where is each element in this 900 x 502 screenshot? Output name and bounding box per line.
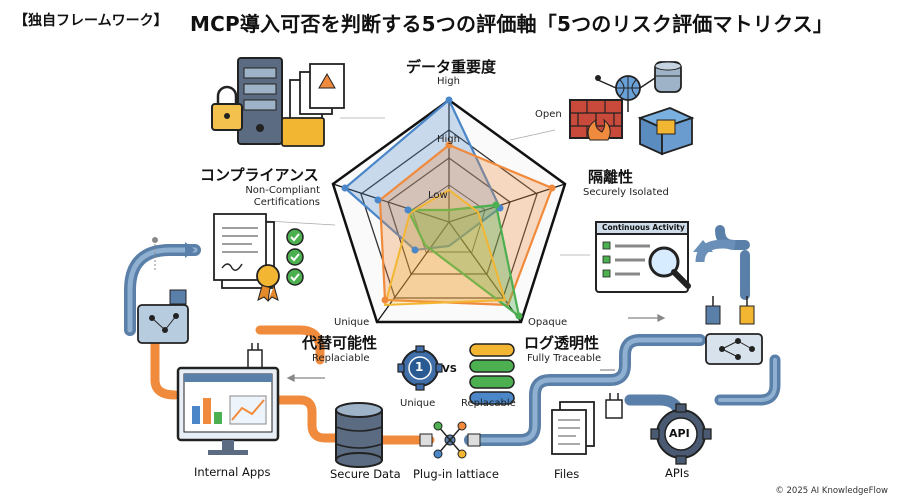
internal-apps-label: Internal Apps	[194, 465, 271, 479]
flow-arrows	[286, 314, 666, 382]
radar-chart	[331, 96, 567, 324]
pipe-arrow-icon	[185, 242, 195, 258]
internal-apps-icon	[176, 366, 280, 455]
secure-data-icon	[335, 402, 383, 468]
comparison-vs: VS	[442, 364, 457, 375]
files-label: Files	[554, 467, 580, 481]
plugin-lattice-label: Plug-in lattiace	[413, 467, 499, 481]
axis-log-outer-label: Opaque	[528, 317, 568, 328]
axis-compliance-subtitle: Non-Compliant Certifications	[245, 185, 320, 208]
unique-gear-icon	[397, 345, 443, 391]
firewall-network-icon	[569, 61, 695, 156]
unique-badge-number: 1	[415, 360, 424, 374]
axis-label-isolation: 隔離性	[588, 168, 634, 186]
activity-panel-title: Continuous Activity	[602, 223, 685, 232]
right-connector-hub-icon	[705, 296, 763, 365]
series-yellow	[383, 188, 507, 307]
axis-label-log-transparency: ログ透明性	[524, 334, 600, 352]
apis-label: APIs	[665, 466, 690, 480]
axis-data-importance-high-outer: High	[437, 76, 460, 87]
axis-data-importance-high-inner: High	[437, 134, 460, 145]
activity-panel-icon	[595, 221, 691, 293]
axis-log-transparency-subtitle: Fully Traceable	[527, 353, 602, 364]
framework-tag: 【独自フレームワーク】	[14, 13, 168, 29]
comparison-replacable-label: Replacable	[461, 398, 516, 409]
curved-arrow-icon	[695, 239, 736, 263]
page-title: MCP導入可否を判断する5つの評価軸「5つのリスク評価マトリクス」	[190, 12, 834, 36]
secure-data-label: Secure Data	[330, 467, 401, 481]
axis-isolation-outer-label: Open	[535, 109, 562, 120]
files-icon	[551, 393, 623, 455]
axis-label-compliance: コンプライアンス	[200, 166, 319, 184]
axis-label-replaceability: 代替可能性	[302, 334, 378, 352]
compliance-documents-icon	[213, 213, 304, 303]
axis-replaceability-outer-label: Unique	[334, 317, 370, 328]
copyright-text: © 2025 AI KnowledgeFlow	[775, 486, 888, 496]
comparison-unique-label: Unique	[400, 398, 436, 409]
axis-isolation-subtitle: Securely Isolated	[583, 187, 669, 198]
plugin-lattice-icon	[419, 421, 481, 459]
server-documents-icon	[211, 57, 345, 147]
axis-replaceability-subtitle: Replaciable	[312, 353, 370, 364]
api-badge-text: API	[669, 427, 690, 440]
axis-label-data-importance: データ重要度	[406, 58, 497, 76]
replaceable-stack-icon	[469, 343, 515, 405]
connector-hub-icon	[137, 237, 263, 369]
arrow-head-icon	[693, 240, 713, 252]
series-blue	[343, 98, 502, 252]
radar-center-label: Low	[428, 190, 448, 201]
api-gear-icon	[650, 403, 712, 465]
